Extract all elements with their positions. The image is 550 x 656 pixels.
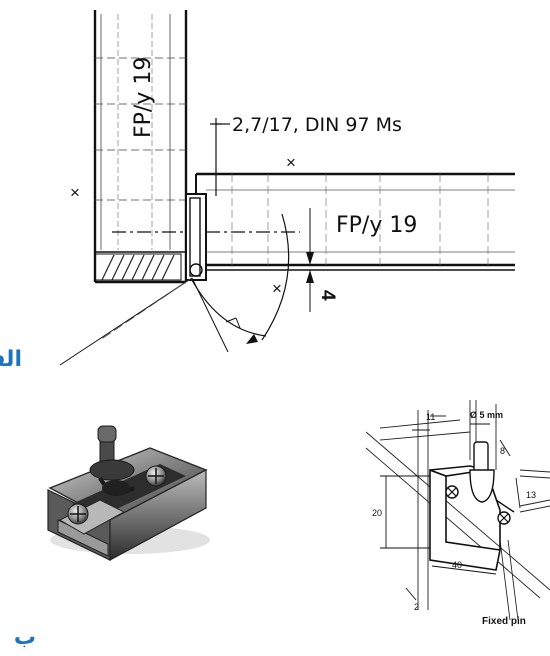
thickness-dimension: 4 [306, 208, 338, 312]
section-label-a: الف [0, 347, 22, 372]
hinge-pin [185, 193, 207, 281]
dim-20-label: 20 [372, 508, 382, 518]
cabinet-lines [365, 400, 550, 621]
bracket-screws [445, 485, 511, 525]
dimension-lines [380, 415, 521, 601]
horizontal-board-label: FP/y 19 [336, 213, 417, 238]
hinge-section-drawing: FP/y 19 FP/y 19 [0, 10, 515, 372]
fixed-pin-label: Fixed pin [482, 616, 526, 627]
pin-knob [89, 425, 135, 496]
x-mark-left: × [70, 183, 80, 202]
horizontal-board: FP/y 19 [195, 172, 515, 271]
vertical-board-label: FP/y 19 [131, 57, 156, 138]
hinge-photo [47, 425, 210, 562]
diameter-label: Ø 5 mm [470, 410, 503, 420]
fixed-pin-shape [469, 441, 515, 513]
screw-spec-label: 2,7/17, DIN 97 Ms [232, 114, 402, 136]
dim-40-label: 40 [452, 560, 462, 570]
thickness-label: 4 [317, 290, 338, 301]
hatched-section [94, 253, 182, 281]
x-mark-bottom: × [272, 279, 282, 298]
x-mark-top: × [286, 153, 296, 172]
section-label-b: ب [14, 625, 36, 650]
dim-13-label: 13 [526, 490, 536, 500]
dim-8-label: 8 [500, 446, 505, 456]
dim-2-label: 2 [414, 602, 419, 612]
dim-11-label: 11 [426, 412, 435, 422]
vertical-board: FP/y 19 [93, 10, 188, 284]
swing-construction [59, 213, 290, 366]
screw-leader: 2,7/17, DIN 97 Ms [210, 114, 402, 196]
hinge-dimension-drawing: Ø 5 mm 11 8 20 13 40 2 Fixed pin [365, 400, 550, 627]
